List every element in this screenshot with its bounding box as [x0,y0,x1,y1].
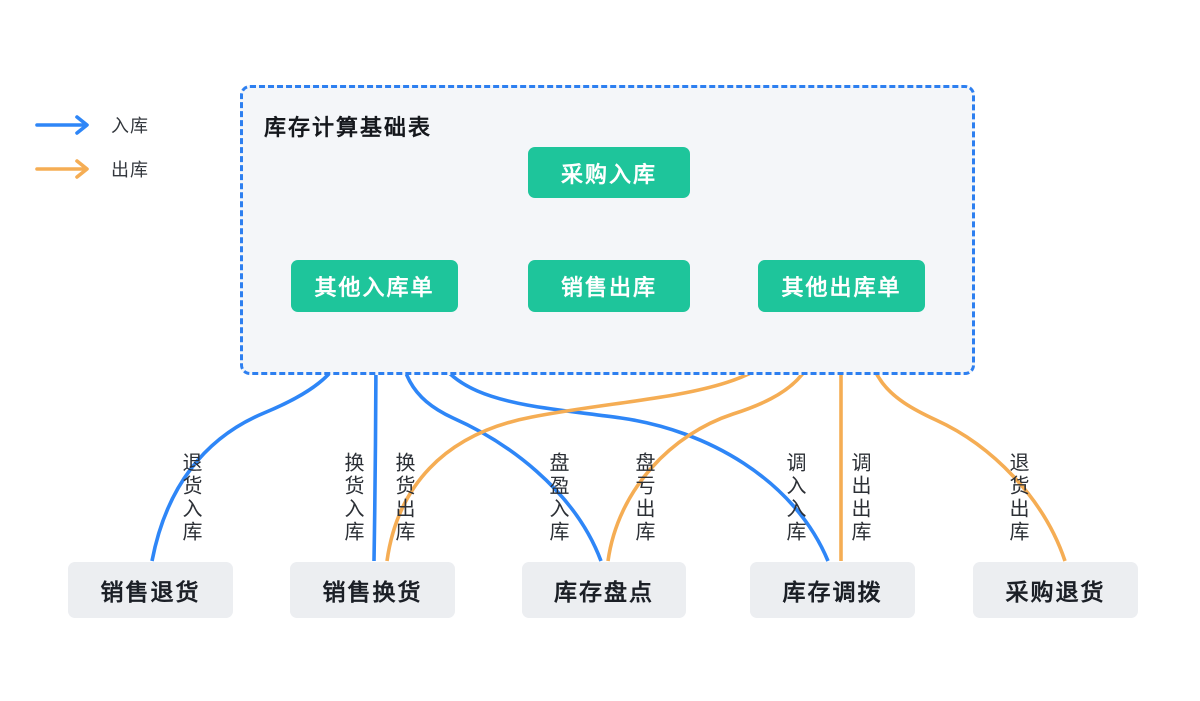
legend-item-inbound: 入库 [35,103,149,147]
edge-label-surplus-inbound: 盘盈入库 [546,452,568,544]
base-table-panel [240,85,975,375]
edge-label-return-outbound: 退货出库 [1006,452,1028,544]
node-inventory-count: 库存盘点 [522,562,686,618]
edge-label-return-inbound: 退货入库 [179,452,201,544]
edge-label-loss-outbound: 盘亏出库 [632,452,654,544]
node-sales-outbound: 销售出库 [528,260,690,312]
legend-label-outbound: 出库 [111,160,149,180]
node-sales-return: 销售退货 [68,562,233,618]
node-sales-exchange: 销售换货 [290,562,455,618]
node-purchase-inbound: 采购入库 [528,147,690,198]
legend-label-inbound: 入库 [111,116,149,136]
edge-label-transfer-out-outbound: 调出出库 [848,452,870,544]
outbound-arrow-icon [35,159,89,179]
node-other-outbound-order: 其他出库单 [758,260,925,312]
node-inventory-transfer: 库存调拨 [750,562,915,618]
edge-label-transfer-in-inbound: 调入入库 [783,452,805,544]
legend: 入库 出库 [35,103,149,191]
node-purchase-return: 采购退货 [973,562,1138,618]
base-table-title: 库存计算基础表 [264,115,433,140]
edge-label-exchange-inbound: 换货入库 [341,452,363,544]
inbound-arrow-icon [35,115,89,135]
legend-item-outbound: 出库 [35,147,149,191]
node-other-inbound-order: 其他入库单 [291,260,458,312]
edge-label-exchange-outbound: 换货出库 [392,452,414,544]
